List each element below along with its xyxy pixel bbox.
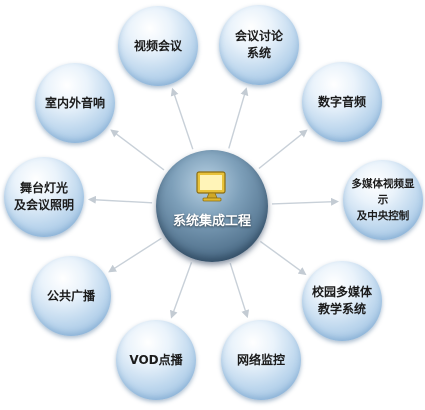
node-label-vod: VOD点播 <box>129 352 183 367</box>
node-indoor-outdoor-audio[interactable]: 室内外音响 <box>35 63 115 143</box>
monitor-icon <box>196 171 226 202</box>
arrow-to-multimedia-display <box>271 197 339 206</box>
arrow-to-video-conference <box>170 87 194 150</box>
node-stage-lighting[interactable]: 舞台灯光 及会议照明 <box>4 157 84 237</box>
node-label-campus-multimedia: 校园多媒体 教学系统 <box>311 285 372 316</box>
node-video-conference[interactable]: 视频会议 <box>118 6 198 86</box>
arrow-to-network-monitoring <box>229 262 250 319</box>
arrow-to-conference-discussion <box>228 87 249 149</box>
node-conference-discussion[interactable]: 会议讨论 系统 <box>219 5 299 85</box>
node-label-conference-discussion: 会议讨论 系统 <box>234 29 283 60</box>
node-label-public-broadcast: 公共广播 <box>46 288 95 303</box>
arrow-to-stage-lighting <box>87 195 153 204</box>
arrow-to-public-broadcast <box>108 237 162 273</box>
node-label-indoor-outdoor-audio: 室内外音响 <box>44 95 105 110</box>
node-network-monitoring[interactable]: 网络监控 <box>221 320 301 400</box>
node-digital-audio[interactable]: 数字音频 <box>302 62 382 142</box>
node-label-digital-audio: 数字音频 <box>317 94 366 109</box>
arrow-to-digital-audio <box>258 129 308 170</box>
arrow-to-indoor-outdoor-audio <box>110 129 165 171</box>
node-vod[interactable]: VOD点播 <box>116 320 196 400</box>
node-public-broadcast[interactable]: 公共广播 <box>31 256 111 336</box>
node-label-video-conference: 视频会议 <box>133 38 182 53</box>
node-label-network-monitoring: 网络监控 <box>236 352 285 367</box>
arrow-to-campus-multimedia <box>259 240 307 276</box>
node-campus-multimedia[interactable]: 校园多媒体 教学系统 <box>302 261 382 341</box>
center-hub[interactable]: 系统集成工程 <box>156 150 268 262</box>
node-label-multimedia-display: 多媒体视频显示 及中央控制 <box>351 178 415 222</box>
node-label-stage-lighting: 舞台灯光 及会议照明 <box>13 181 74 212</box>
center-label: 系统集成工程 <box>172 214 251 229</box>
arrow-to-vod <box>169 262 193 319</box>
node-multimedia-display[interactable]: 多媒体视频显示 及中央控制 <box>343 160 423 240</box>
